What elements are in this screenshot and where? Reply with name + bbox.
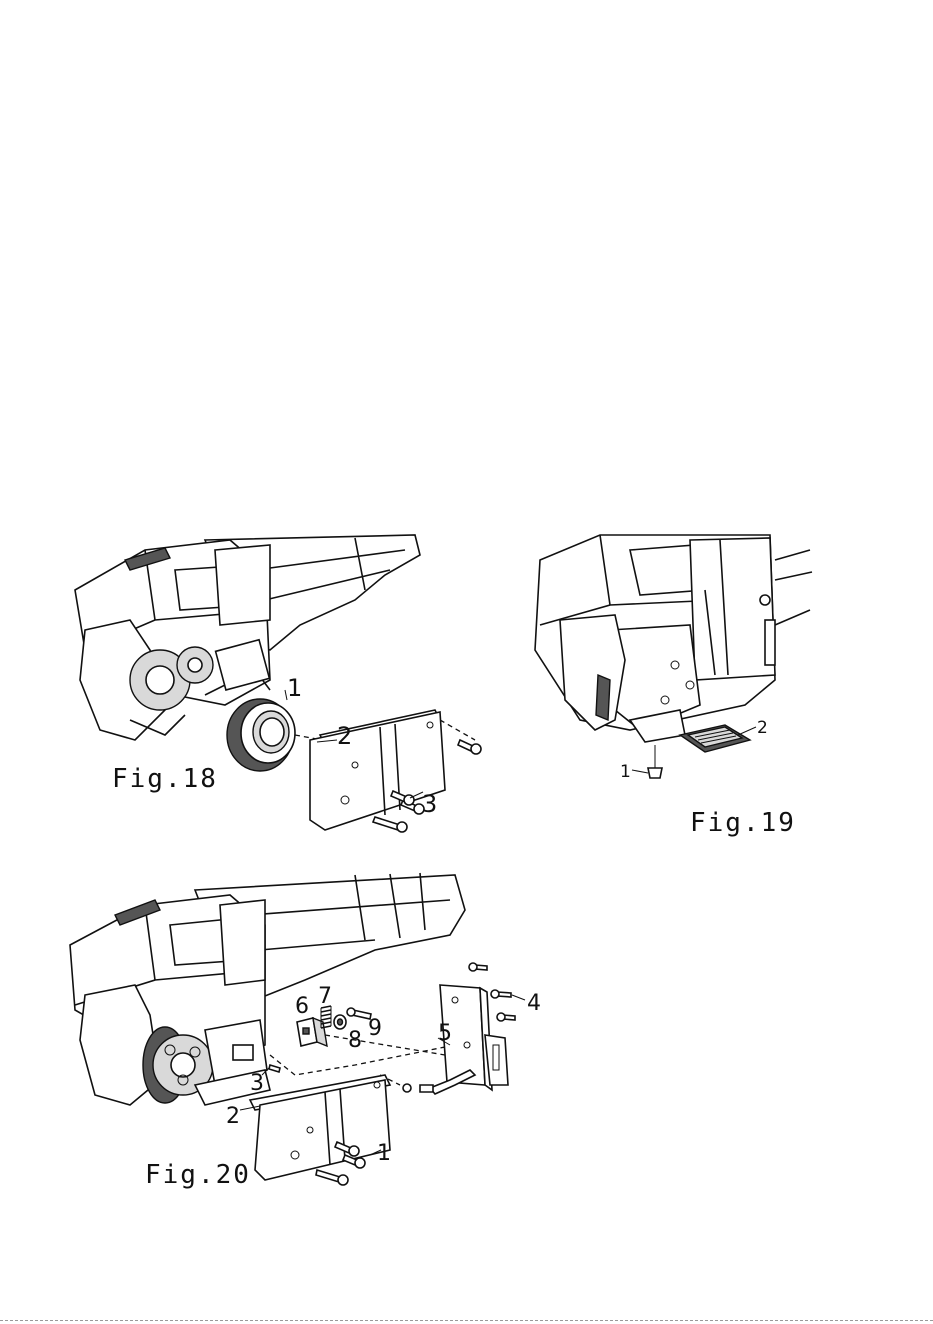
cover-plate-part-2 bbox=[250, 1075, 390, 1180]
block-part-6 bbox=[297, 1018, 327, 1046]
figure-caption: Fig.18 bbox=[112, 764, 218, 794]
screw-part-3 bbox=[269, 1065, 280, 1072]
callout-number: 8 bbox=[348, 1028, 362, 1053]
callout-number: 2 bbox=[337, 722, 352, 750]
callout-number: 1 bbox=[377, 1141, 391, 1166]
leader-line bbox=[738, 727, 756, 735]
callout-number: 2 bbox=[757, 718, 768, 738]
callout-number: 1 bbox=[287, 674, 302, 702]
figure-caption: Fig.19 bbox=[690, 808, 796, 838]
figure-caption: Fig.20 bbox=[145, 1160, 251, 1190]
callout-number: 7 bbox=[318, 984, 332, 1009]
washer-part-8 bbox=[334, 1015, 346, 1029]
pad-part-2 bbox=[680, 725, 750, 752]
callout-number: 3 bbox=[250, 1071, 264, 1096]
assembly-line bbox=[325, 1035, 445, 1055]
callout-number: 1 bbox=[620, 762, 631, 782]
assembly-line bbox=[270, 1045, 455, 1075]
leader-line bbox=[512, 995, 525, 1000]
screw-part-1 bbox=[648, 745, 662, 778]
assembly-line bbox=[440, 720, 475, 740]
figure-19-diagram: 2 1 Fig.19 bbox=[520, 530, 820, 840]
figure-20-diagram: 1 2 3 4 5 6 7 8 9 Fig.20 bbox=[55, 870, 555, 1200]
callout-number: 6 bbox=[295, 994, 309, 1019]
callout-number: 3 bbox=[422, 790, 437, 818]
callout-number: 4 bbox=[527, 991, 541, 1016]
callout-number: 2 bbox=[226, 1104, 240, 1129]
bracket-part-5 bbox=[420, 985, 508, 1094]
figure-18-diagram: 1 2 3 Fig.18 bbox=[55, 530, 505, 850]
callout-number: 5 bbox=[438, 1021, 452, 1046]
page-edge-rule bbox=[0, 1320, 933, 1321]
leader-line bbox=[632, 770, 648, 773]
knurled-wheel-part-1 bbox=[227, 699, 295, 771]
callout-number: 9 bbox=[368, 1016, 382, 1041]
